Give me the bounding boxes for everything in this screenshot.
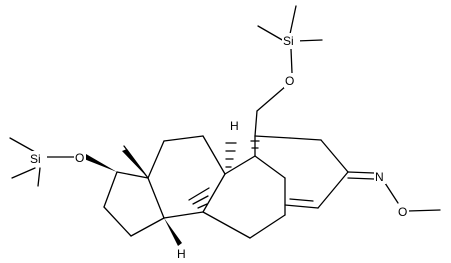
silicon-top-label: Si (283, 34, 294, 48)
bond-c12-c11 (163, 135, 204, 142)
hash-c10-ch2 (250, 140, 260, 149)
bond-si-me-e (11, 167, 36, 179)
hydrogen-c14-label: H (177, 247, 186, 261)
atom-labels: Si O Si O H H N O (29, 33, 409, 261)
nitrogen-oxime-label: N (375, 170, 384, 184)
wedge-c14-h (164, 218, 182, 246)
bond-c17-c16 (103, 171, 118, 208)
bond-si-me-d (9, 137, 36, 153)
bond-c11-c9 (202, 135, 226, 175)
bond-c2-c3a (289, 137, 322, 141)
bond-si-me-f (37, 167, 41, 187)
ring-c (147, 135, 226, 219)
oxime-group (347, 171, 441, 212)
bond-si-o (290, 48, 293, 74)
ring-b (202, 155, 286, 239)
bond-ch2-c10 (254, 110, 258, 137)
stereo-bonds (84, 140, 260, 246)
bond-c13-c17 (116, 171, 149, 179)
oxygen-top-label: O (285, 74, 294, 88)
hash-c8 (188, 187, 210, 209)
bond-c15-c14 (130, 217, 165, 237)
bond-c10-c5 (254, 155, 286, 179)
wedge-c17-o (84, 154, 117, 172)
bond-c4-c5 (284, 204, 319, 209)
bond-c3-c4 (317, 171, 349, 209)
bond-o-ch2 (256, 85, 287, 112)
bond-c14-c13 (147, 177, 165, 219)
bond-c16-c15 (103, 206, 132, 237)
bond-c9-c8 (202, 173, 226, 213)
bond-c9-c10 (224, 155, 256, 175)
bond-o-me (407, 209, 441, 212)
bond-c3-c2b (320, 139, 349, 173)
left-tms-group (9, 137, 75, 187)
bond-si-me-c (295, 39, 323, 42)
oxygen-left-label: O (75, 151, 84, 165)
bond-si-me-b (289, 5, 297, 35)
bond-c4-c5-double (289, 198, 314, 202)
hydrogen-c9-label: H (230, 119, 239, 133)
silicon-left-label: Si (30, 152, 41, 166)
bond-c3-n-double (347, 177, 375, 180)
bond-c6-c7 (249, 214, 286, 239)
top-tms-group (254, 5, 323, 137)
hash-c9-h (225, 142, 237, 168)
ring-d (103, 171, 165, 237)
ring-a (254, 135, 349, 209)
wedge-c13-methyl (122, 149, 148, 178)
bond-c3-n (347, 171, 375, 174)
oxygen-oxime-label: O (398, 205, 407, 219)
bond-c13-c12 (147, 140, 165, 179)
bond-c1-c2 (254, 135, 291, 139)
bond-c7-c8 (202, 211, 251, 239)
bond-si-me-a (257, 25, 285, 42)
bond-n-o (384, 182, 399, 204)
bond-c8-c14 (163, 211, 204, 219)
